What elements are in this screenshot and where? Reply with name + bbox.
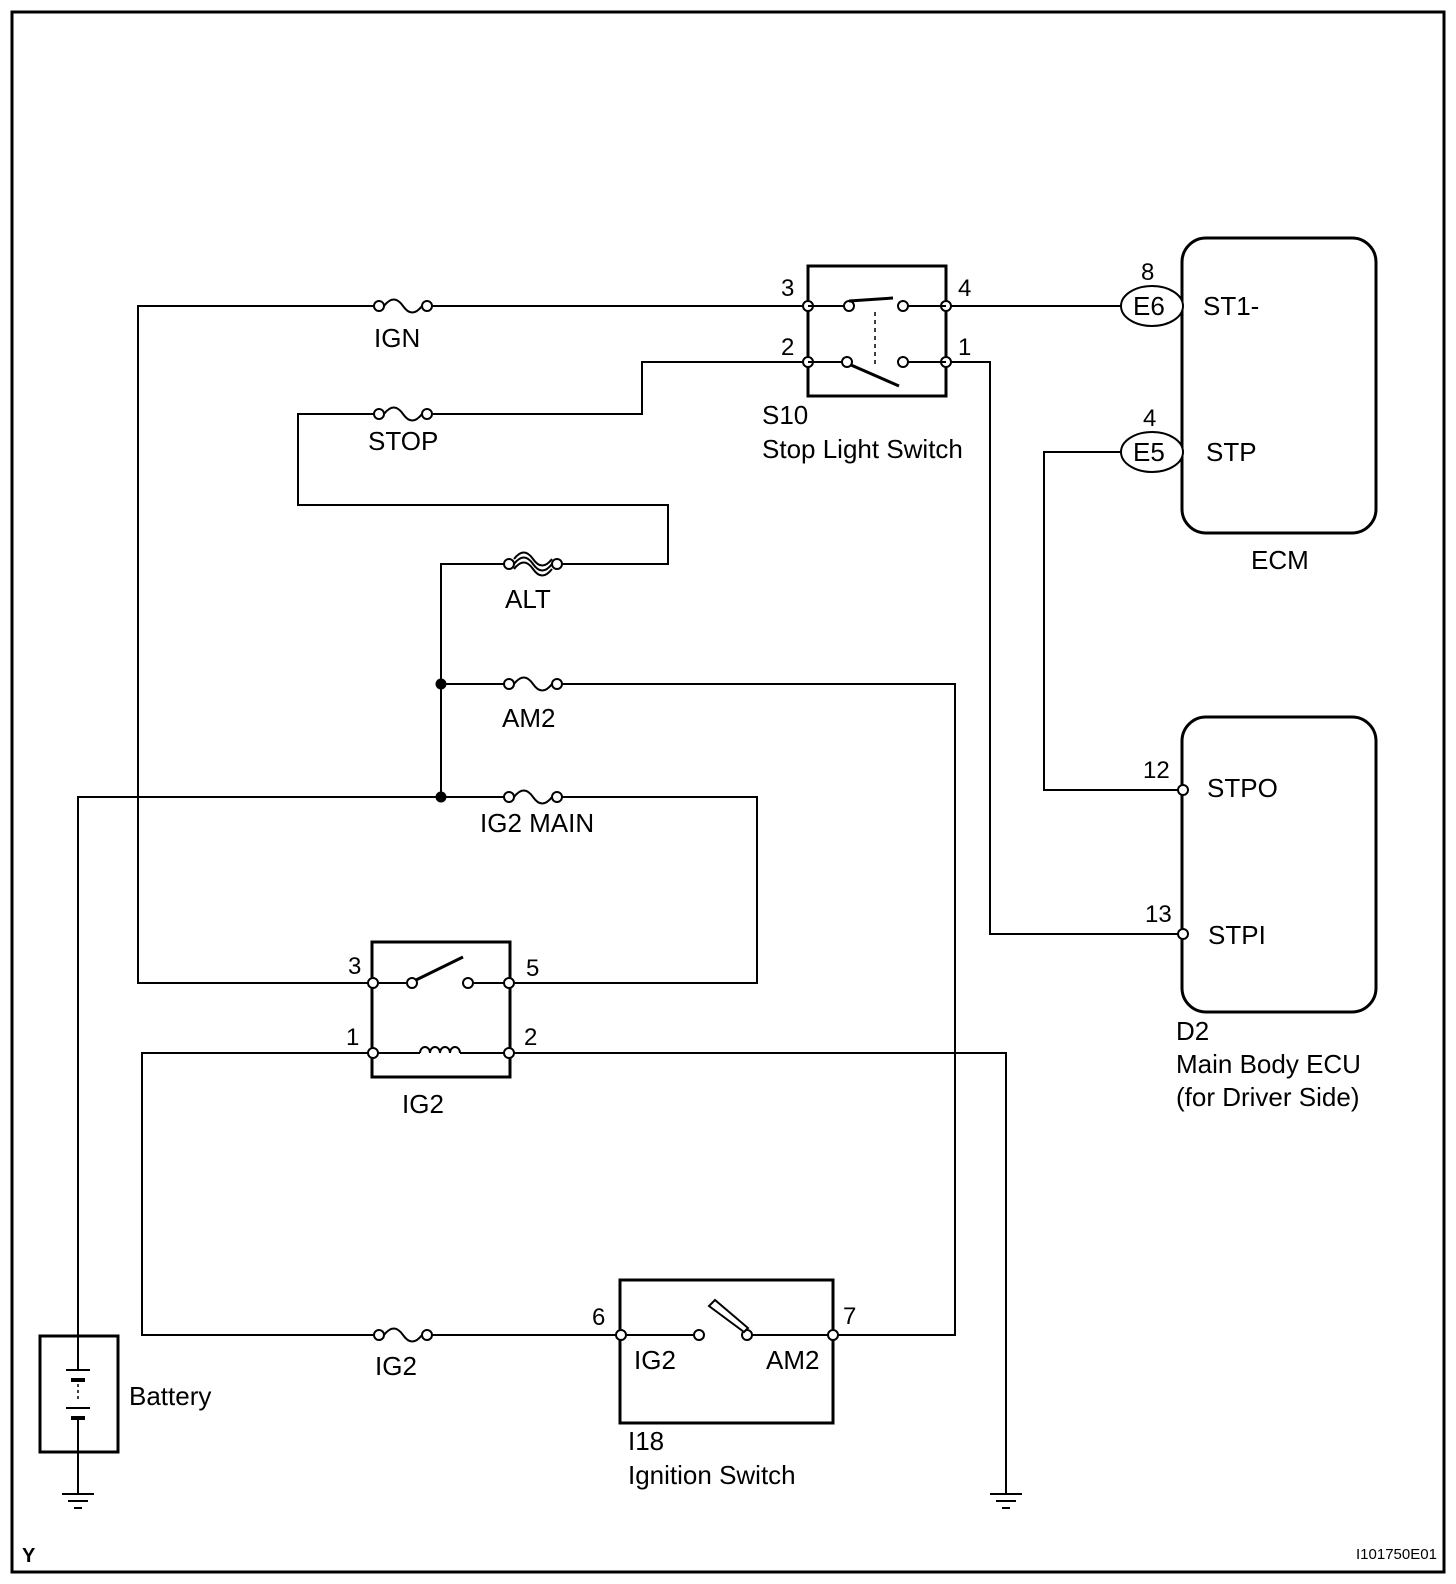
ignition-switch: 6 7 IG2 AM2 I18 Ignition Switch [592, 1278, 856, 1490]
fuse-stop: STOP [368, 406, 438, 456]
connector-e5 [1120, 431, 1184, 473]
junction-dot [435, 678, 447, 690]
battery: Battery [38, 1334, 211, 1454]
connector-e6-pin: 8 [1141, 259, 1154, 286]
fuse-am2-label: AM2 [502, 703, 555, 733]
ignition-pin-6: 6 [592, 1304, 605, 1331]
fuse-alt: ALT [503, 551, 563, 614]
fuse-stop-label: STOP [368, 426, 438, 456]
d2-code: D2 [1176, 1016, 1209, 1046]
ignition-terminal-am2: AM2 [766, 1345, 819, 1375]
fuse-ign-label: IGN [374, 323, 420, 353]
ecm-signal-stp: STP [1206, 437, 1257, 467]
s10-pin-3: 3 [781, 275, 794, 302]
fuse-ig2-main: IG2 MAIN [480, 789, 594, 838]
fuse-alt-label: ALT [505, 584, 551, 614]
ignition-terminal-ig2: IG2 [634, 1345, 676, 1375]
ignition-key-lever [707, 1298, 750, 1334]
fuse-ig2: IG2 [373, 1327, 433, 1381]
d2-pin-12: 12 [1143, 757, 1170, 784]
main-body-ecu: 12 STPO 13 STPI D2 Main Body ECU (for Dr… [1143, 715, 1378, 1112]
figure-id: I101750E01 [1356, 1546, 1437, 1563]
stop-light-switch: 3 4 2 1 S10 Stop Light Switch [762, 264, 971, 464]
ground-icon [62, 1493, 94, 1509]
ignition-name: Ignition Switch [628, 1460, 796, 1490]
fuse-ig2-label: IG2 [375, 1351, 417, 1381]
s10-code: S10 [762, 400, 808, 430]
wires [77, 305, 1182, 1494]
relay-pin-2: 2 [524, 1024, 537, 1051]
s10-name: Stop Light Switch [762, 434, 963, 464]
d2-signal-stpi: STPI [1208, 920, 1266, 950]
connector-e5-pin: 4 [1143, 405, 1156, 432]
d2-name-line2: (for Driver Side) [1176, 1082, 1359, 1112]
s10-pin-4: 4 [958, 275, 971, 302]
d2-pin-13: 13 [1145, 901, 1172, 928]
fuse-am2: AM2 [502, 676, 563, 733]
corner-mark: Y [22, 1545, 36, 1567]
junction-dot [435, 791, 447, 803]
relay-pin-1: 1 [346, 1024, 359, 1051]
connector-e5-label: E5 [1133, 437, 1165, 467]
ignition-pin-7: 7 [843, 1303, 856, 1330]
relay-pin-5: 5 [526, 955, 539, 982]
battery-label: Battery [129, 1381, 211, 1411]
diagram-frame [10, 10, 1446, 1574]
s10-pin-2: 2 [781, 334, 794, 361]
junction-dots [435, 678, 447, 803]
ground-icon [990, 1493, 1022, 1509]
connector-e6 [1120, 285, 1184, 327]
ecm: E6 8 ST1- E5 4 STP ECM [1120, 236, 1378, 575]
s10-pin-1: 1 [958, 334, 971, 361]
ecm-name: ECM [1251, 545, 1309, 575]
ig2-relay: 3 5 1 2 IG2 [346, 940, 539, 1119]
ignition-code: I18 [628, 1426, 664, 1456]
connector-e6-label: E6 [1133, 291, 1165, 321]
ecm-signal-st1: ST1- [1203, 291, 1259, 321]
d2-name-line1: Main Body ECU [1176, 1049, 1361, 1079]
fuse-ign: IGN [373, 298, 433, 353]
d2-signal-stpo: STPO [1207, 773, 1278, 803]
relay-pin-3: 3 [348, 953, 361, 980]
relay-name: IG2 [402, 1089, 444, 1119]
fuse-ig2-main-label: IG2 MAIN [480, 808, 594, 838]
